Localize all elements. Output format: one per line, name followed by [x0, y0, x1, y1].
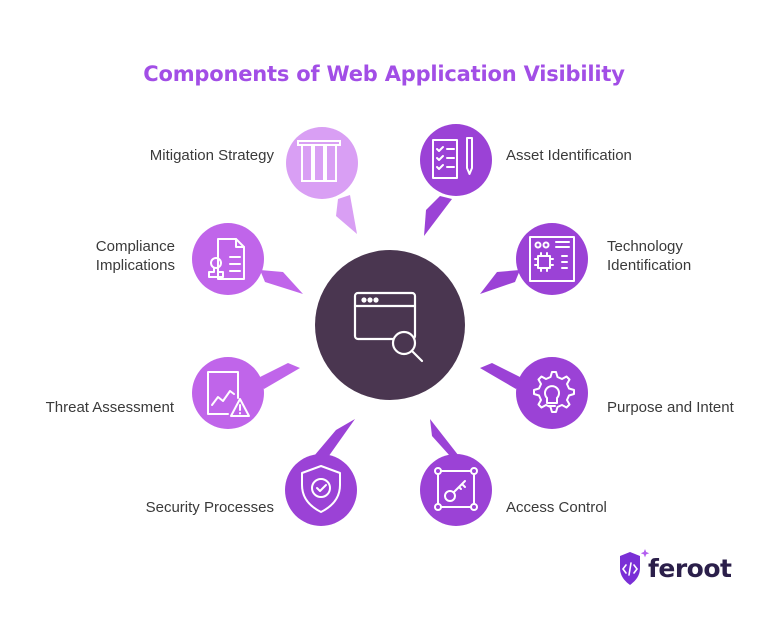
key-frame-icon — [434, 467, 478, 511]
columns-icon — [297, 140, 341, 182]
page-title: Components of Web Application Visibility — [143, 62, 625, 86]
gear-bulb-icon — [533, 371, 575, 413]
node-compliance-implications — [192, 223, 303, 295]
label-security-processes: Security Processes — [145, 499, 274, 516]
feroot-logo-icon — [620, 549, 650, 585]
brand-name: feroot — [648, 554, 732, 583]
browser-search-icon — [353, 291, 424, 363]
node-mitigation-strategy — [286, 127, 358, 234]
label-asset-identification: Asset Identification — [506, 147, 632, 164]
checklist-pen-icon — [432, 137, 473, 179]
label-technology-identification: Technology Identification — [607, 238, 692, 274]
label-access-control: Access Control — [506, 499, 607, 516]
node-asset-identification — [420, 124, 492, 236]
stamp-document-icon — [208, 238, 245, 280]
chart-warning-icon — [207, 371, 250, 417]
label-mitigation-strategy: Mitigation Strategy — [149, 147, 274, 164]
center-circle — [315, 250, 465, 400]
node-threat-assessment — [192, 357, 300, 429]
node-security-processes — [285, 419, 357, 526]
label-purpose-intent: Purpose and Intent — [607, 399, 734, 416]
node-purpose-intent — [480, 357, 588, 429]
node-access-control — [420, 419, 492, 526]
label-compliance-implications: Compliance Implications — [95, 238, 175, 274]
shield-check-icon — [301, 465, 341, 513]
node-technology-identification — [480, 223, 588, 295]
label-threat-assessment: Threat Assessment — [45, 399, 174, 416]
circuit-panel-icon — [529, 236, 575, 282]
